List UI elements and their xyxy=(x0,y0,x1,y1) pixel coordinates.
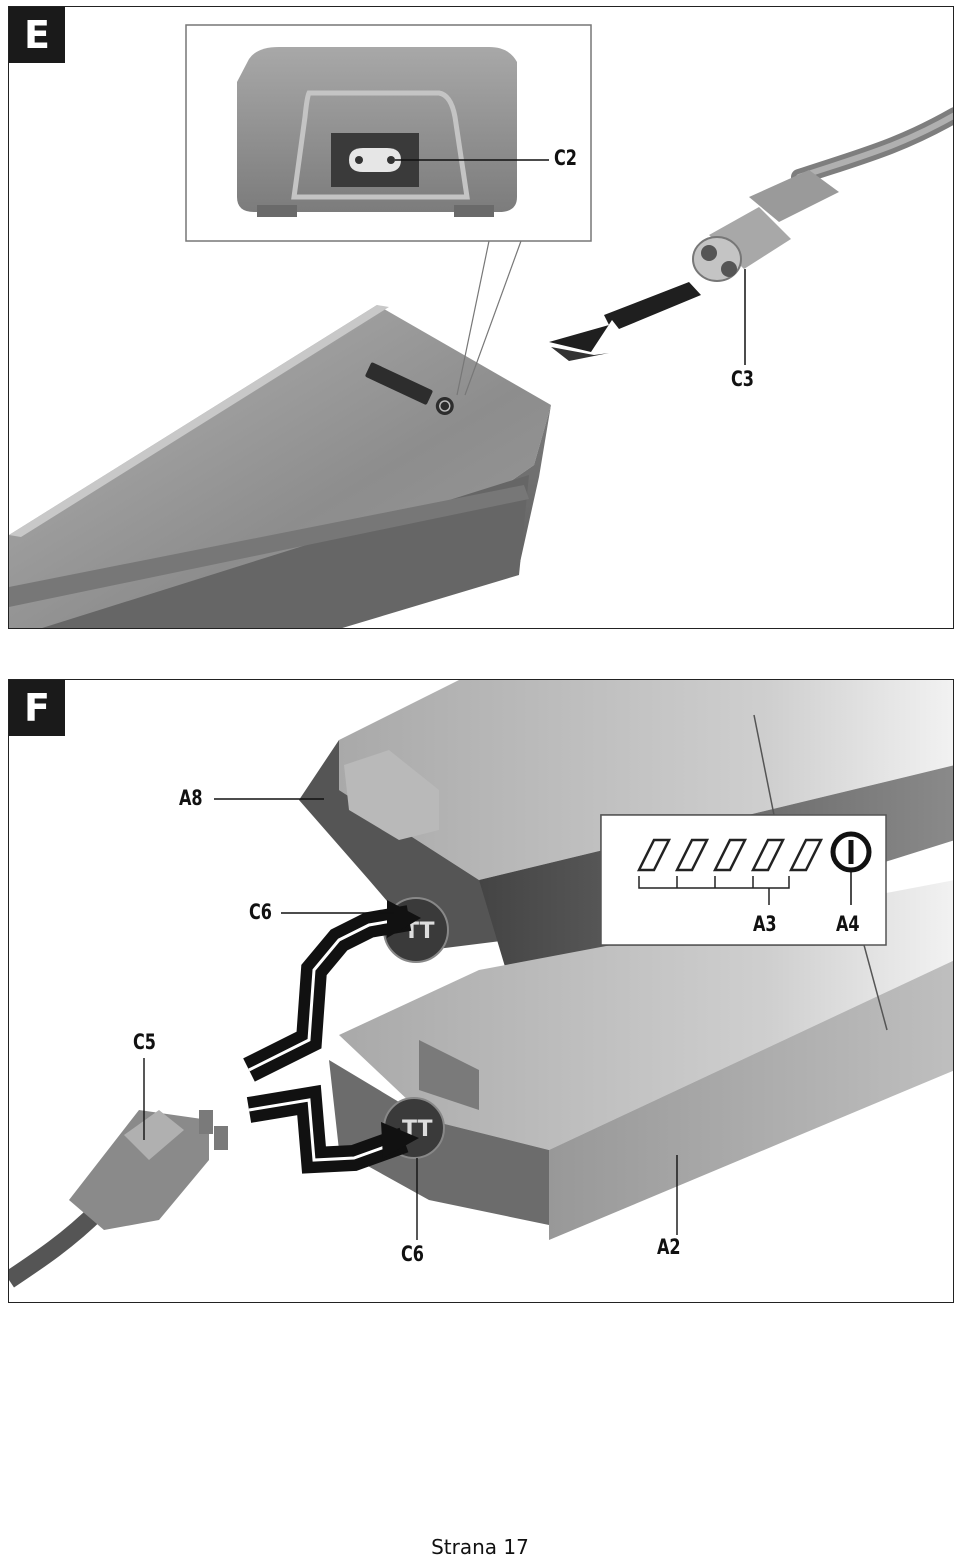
callout-c5: C5 xyxy=(133,1030,156,1054)
callout-a2: A2 xyxy=(657,1235,681,1259)
page-number: Strana 17 xyxy=(431,1535,529,1559)
callout-c3: C3 xyxy=(731,367,754,391)
led-inset xyxy=(600,714,888,1031)
leader-lines xyxy=(143,798,678,1240)
figure-panel-e: E C2 C3 xyxy=(8,6,954,629)
callout-c6-top: C6 xyxy=(249,900,272,924)
panel-letter-e: E xyxy=(9,7,65,63)
callout-a3: A3 xyxy=(753,912,777,936)
plug-c5 xyxy=(9,1110,228,1288)
zoom-inset xyxy=(185,24,592,396)
callout-c6-bottom: C6 xyxy=(401,1242,424,1266)
callout-a4: A4 xyxy=(836,912,860,936)
battery-lower: TT xyxy=(329,880,953,1240)
connect-arrows xyxy=(243,900,421,1174)
power-cable-plug xyxy=(692,107,953,365)
callout-c2: C2 xyxy=(554,146,577,170)
panel-f-illustration: TT TT xyxy=(9,680,953,1288)
figure-panel-f: TT TT xyxy=(8,679,954,1303)
panel-e-illustration xyxy=(9,24,953,628)
insert-arrow xyxy=(549,282,701,361)
panel-letter-f: F xyxy=(9,680,65,736)
charger-body xyxy=(9,305,551,628)
callout-a8: A8 xyxy=(179,786,203,810)
